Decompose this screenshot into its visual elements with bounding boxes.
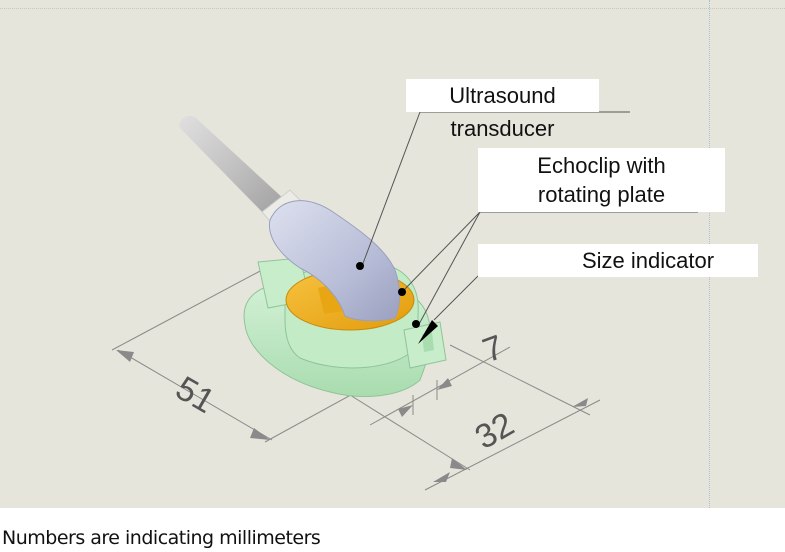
size-indicator-pointer: [418, 320, 438, 344]
label-size-indicator-text: Size indicator: [581, 248, 715, 273]
dimension-lines: [111, 269, 601, 491]
label-ultrasound-transducer: Ultrasound transducer: [406, 79, 599, 141]
label-echoclip: Echoclip with rotating plate: [478, 148, 725, 212]
label-size-indicator: Size indicator: [478, 244, 758, 277]
leader-dots: [356, 262, 420, 328]
caption: Numbers are indicating millimeters: [2, 527, 321, 549]
diagram-canvas: 51 32 7 Ultrasound transducer Echoclip w…: [0, 0, 785, 508]
horizontal-guide-line: [0, 8, 785, 9]
dimension-arrowheads: [116, 350, 588, 482]
label-echoclip-line1: Echoclip with: [537, 153, 666, 178]
device-illustration: [111, 111, 698, 491]
label-echoclip-line2: rotating plate: [537, 182, 666, 207]
leader-lines: [361, 111, 698, 327]
